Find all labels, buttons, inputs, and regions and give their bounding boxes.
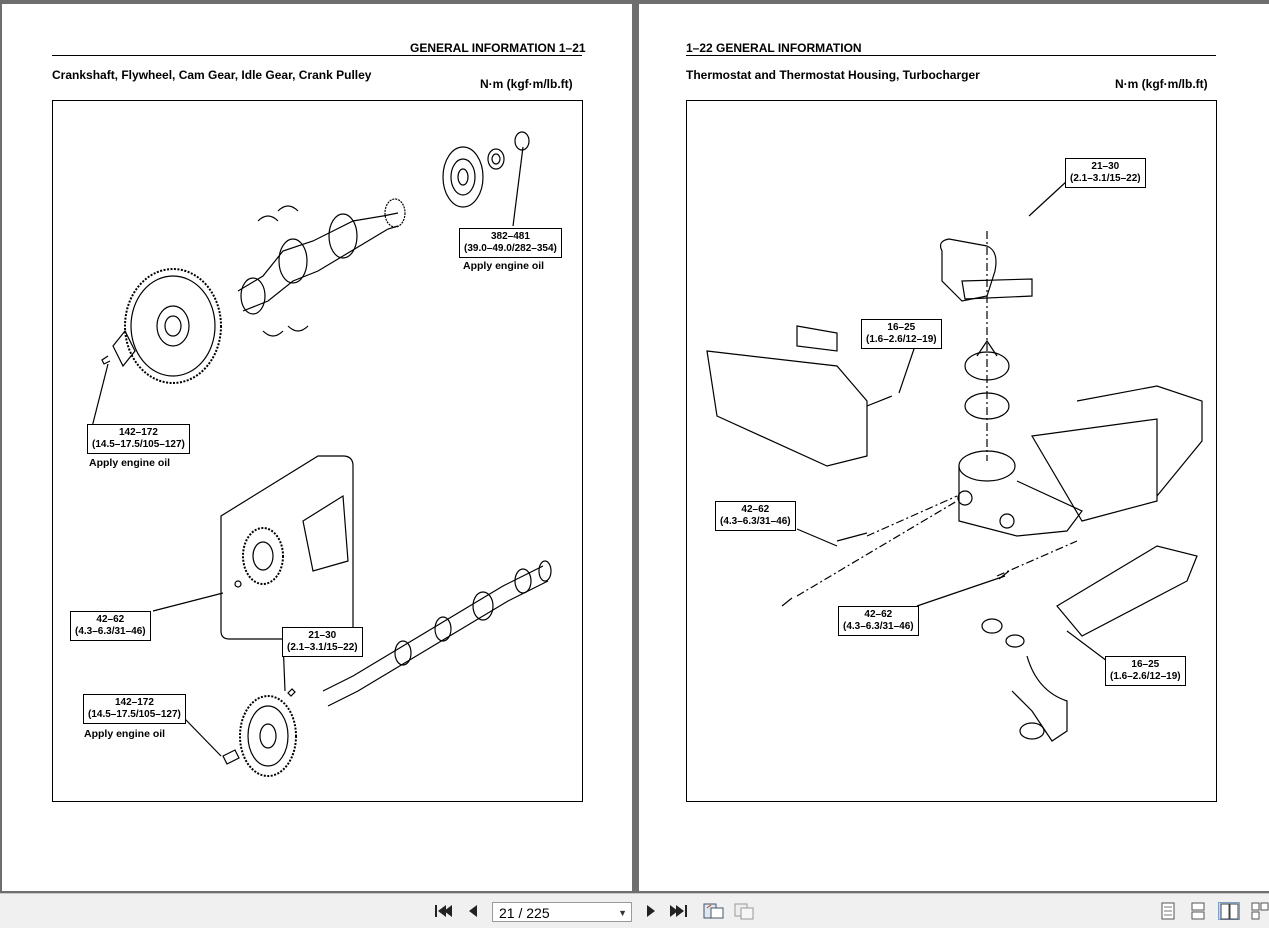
page-indicator: 21 / 225 <box>499 905 550 921</box>
torque-callout-sensor: 42–62(4.3–6.3/31–46) <box>838 606 919 636</box>
navigation-toolbar: 21 / 225 ▼ <box>0 893 1269 928</box>
diagram-frame: 21–30(2.1–3.1/15–22) 16–25(1.6–2.6/12–19… <box>686 100 1217 802</box>
page-number-field[interactable]: 21 / 225 ▼ <box>492 902 632 922</box>
torque-callout-idle-gear-bolt: 42–62(4.3–6.3/31–46) <box>70 611 151 641</box>
torque-callout-manifold-stud: 16–25(1.6–2.6/12–19) <box>861 319 942 349</box>
torque-callout-crank-pulley-nut: 382–481(39.0–49.0/282–354) <box>459 228 562 258</box>
thermostat-diagram <box>706 180 1203 742</box>
continuous-facing-view-icon[interactable] <box>1250 902 1269 920</box>
crankshaft-diagram <box>90 131 552 777</box>
torque-callout-flywheel-bolt: 142–172(14.5–17.5/105–127) <box>87 424 190 454</box>
next-page-icon[interactable] <box>640 902 662 920</box>
single-page-view-icon[interactable] <box>1158 902 1180 920</box>
torque-callout-thrust-plate-bolt: 21–30(2.1–3.1/15–22) <box>282 627 363 657</box>
last-page-icon[interactable] <box>668 902 690 920</box>
facing-view-icon[interactable] <box>1218 902 1240 920</box>
left-page: GENERAL INFORMATION 1–21 Crankshaft, Fly… <box>2 4 632 891</box>
torque-unit: N·m (kgf·m/lb.ft) <box>480 77 573 91</box>
first-page-icon[interactable] <box>432 902 454 920</box>
previous-page-icon[interactable] <box>462 902 484 920</box>
lubrication-note: Apply engine oil <box>89 457 171 469</box>
dropdown-caret-icon[interactable]: ▼ <box>618 908 627 918</box>
page-header: 1–22 GENERAL INFORMATION <box>686 41 862 55</box>
header-rule <box>52 55 582 56</box>
torque-callout-housing-bolt: 42–62(4.3–6.3/31–46) <box>715 501 796 531</box>
section-title: Crankshaft, Flywheel, Cam Gear, Idle Gea… <box>52 68 372 82</box>
lubrication-note: Apply engine oil <box>84 728 166 740</box>
page-header: GENERAL INFORMATION 1–21 <box>410 41 586 55</box>
lubrication-note: Apply engine oil <box>463 260 545 272</box>
torque-callout-turbo-nut: 16–25(1.6–2.6/12–19) <box>1105 656 1186 686</box>
continuous-view-icon[interactable] <box>1188 902 1210 920</box>
diagram-frame: 382–481(39.0–49.0/282–354) Apply engine … <box>52 100 583 802</box>
torque-callout-housing-cover-bolt: 21–30(2.1–3.1/15–22) <box>1065 158 1146 188</box>
torque-unit: N·m (kgf·m/lb.ft) <box>1115 77 1208 91</box>
header-rule <box>686 55 1216 56</box>
copy-view-icon[interactable] <box>734 902 756 920</box>
torque-callout-cam-gear-bolt: 142–172(14.5–17.5/105–127) <box>83 694 186 724</box>
section-title: Thermostat and Thermostat Housing, Turbo… <box>686 68 980 82</box>
rotate-view-icon[interactable] <box>703 902 725 920</box>
right-page: 1–22 GENERAL INFORMATION Thermostat and … <box>639 4 1269 891</box>
document-viewport[interactable]: GENERAL INFORMATION 1–21 Crankshaft, Fly… <box>0 0 1269 893</box>
